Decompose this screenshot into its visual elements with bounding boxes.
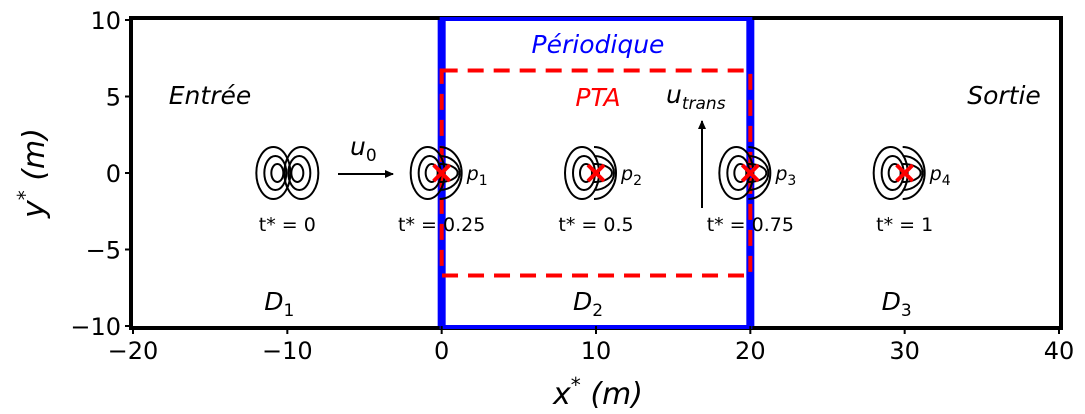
vortex-arc — [748, 155, 770, 191]
vortex-contour — [733, 163, 748, 183]
x-axis-ticks: −20 −10 0 10 20 30 40 — [108, 326, 1075, 365]
y-tick-label: −5 — [86, 237, 121, 265]
vortex-contour — [718, 146, 755, 200]
x-tick-label: 40 — [1044, 337, 1075, 365]
vortex-contour — [270, 163, 285, 183]
vortex-contour — [564, 146, 600, 200]
vortex-arc — [439, 155, 461, 191]
vortex-contour — [290, 163, 305, 183]
time-label: t* = 0.25 — [398, 214, 485, 236]
y-tick-label: 10 — [90, 7, 121, 35]
y-axis-label: y* (m) — [13, 128, 52, 219]
probe-marker — [586, 163, 606, 183]
probe-label: p1 — [466, 163, 488, 189]
y-tick-label: 5 — [106, 84, 121, 112]
pta-label: PTA — [575, 83, 620, 112]
vortex-contour — [579, 163, 593, 183]
vortex-arc — [748, 163, 768, 183]
time-label: t* = 0.75 — [707, 214, 794, 236]
x-tick-label: −10 — [262, 337, 313, 365]
vortex-arc — [593, 155, 615, 191]
domain-label: D3 — [882, 287, 912, 321]
vortex-dipole: p4 t* = 1 — [872, 146, 951, 236]
probe-marker — [740, 163, 760, 183]
time-label: t* = 0 — [259, 214, 316, 236]
vortex-contour — [409, 146, 446, 200]
vortex-arc — [902, 163, 922, 183]
vortex-contour — [287, 155, 312, 191]
time-label: t* = 1 — [876, 214, 933, 236]
vortex-dipole: p3 t* = 0.75 — [707, 146, 796, 236]
x-tick-label: 0 — [434, 337, 449, 365]
vortex-arc — [593, 163, 613, 183]
vortex-sequence: t* = 0 p1 t* = 0.25 p2 t* = 0.5 p3 t* = 0.75 p4… — [255, 146, 951, 236]
probe-label: p3 — [774, 163, 796, 189]
vortex-arc — [439, 163, 459, 183]
vortex-arc — [902, 155, 924, 191]
probe-label: p2 — [620, 163, 642, 189]
vortex-arc — [748, 146, 772, 200]
vortex-dipole: t* = 0 — [255, 146, 320, 236]
probe-marker — [895, 163, 915, 183]
x-axis-label: x* (m) — [552, 373, 643, 412]
vortex-arc — [902, 146, 926, 200]
vortex-contour — [887, 163, 902, 183]
y-tick-label: 0 — [106, 160, 121, 188]
vortex-dipole: p1 t* = 0.25 — [398, 146, 488, 236]
probe-marker — [432, 163, 452, 183]
vortex-contour — [424, 163, 439, 183]
u0-label: u0 — [350, 132, 377, 166]
inlet-label: Entrée — [169, 81, 251, 110]
vortex-contour — [263, 155, 288, 191]
domain-label: D2 — [573, 287, 603, 321]
domain-label: D1 — [264, 287, 294, 321]
x-tick-label: −20 — [108, 337, 159, 365]
vortex-arc — [439, 146, 463, 200]
domain-labels: D1 D2 D3 — [264, 287, 911, 321]
utrans-label: utrans — [666, 80, 726, 114]
x-tick-label: 30 — [889, 337, 920, 365]
x-tick-label: 10 — [581, 337, 612, 365]
y-tick-label: −10 — [70, 313, 121, 341]
vortex-dipole: p2 t* = 0.5 — [558, 146, 642, 236]
vortex-arc — [593, 146, 617, 200]
y-axis-ticks: −10 −5 0 5 10 — [70, 7, 133, 341]
outlet-label: Sortie — [967, 81, 1041, 110]
time-label: t* = 0.5 — [558, 214, 633, 236]
periodic-label: Périodique — [532, 30, 665, 59]
vortex-contour — [872, 146, 909, 200]
probe-label: p4 — [929, 163, 951, 189]
x-tick-label: 20 — [735, 337, 766, 365]
